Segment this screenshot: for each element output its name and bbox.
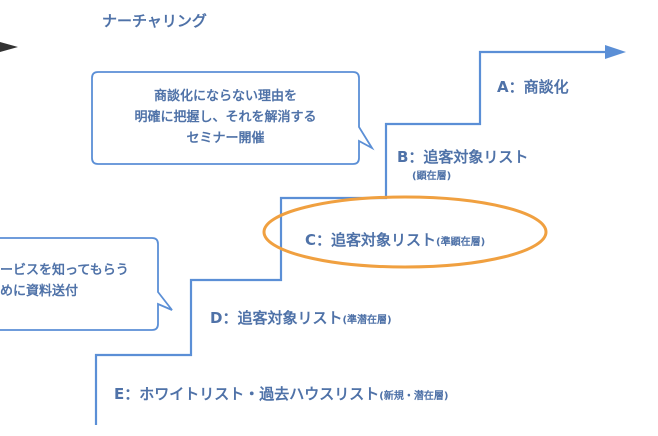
staircase-arrow-head-icon xyxy=(605,45,626,59)
left-arrow-head-icon xyxy=(0,42,18,52)
callout-material-line-1: ービスを知ってもらう xyxy=(0,263,129,278)
highlight-ellipse-c xyxy=(262,195,548,269)
step-c-label-group: C：追客対象リスト(準顕在層) xyxy=(305,229,485,250)
step-e-sub: (新規・潜在層) xyxy=(379,391,449,402)
header-title: ナーチャリング xyxy=(102,12,207,30)
callout-material-text: ービスを知ってもらう めに資料送付 xyxy=(0,260,150,302)
staircase-line xyxy=(94,50,610,425)
step-b-sub: (顕在層) xyxy=(412,171,452,182)
step-e-label: E：ホワイトリスト・過去ハウスリスト xyxy=(114,385,380,403)
callout-seminar-line-3: セミナー開催 xyxy=(186,131,265,146)
step-e-label-group: E：ホワイトリスト・過去ハウスリスト(新規・潜在層) xyxy=(114,383,448,404)
step-d-label-group: D：追客対象リスト(準潜在層) xyxy=(210,307,392,328)
step-d-sub: (準潜在層) xyxy=(342,315,392,326)
callout-material-bubble xyxy=(0,237,173,331)
callout-material-line-2: めに資料送付 xyxy=(0,284,79,299)
step-c-sub: (準顕在層) xyxy=(436,237,486,248)
callout-seminar-text: 商談化にならない理由を 明確に把握し、それを解消する セミナー開催 xyxy=(92,86,359,149)
step-c-label: C：追客対象リスト xyxy=(305,231,437,249)
step-d-label: D：追客対象リスト xyxy=(210,309,343,327)
step-a-label: A：商談化 xyxy=(497,78,569,96)
callout-seminar-line-1: 商談化にならない理由を xyxy=(153,89,297,104)
step-b-label: B：追客対象リスト xyxy=(397,148,529,166)
callout-seminar-line-2: 明確に把握し、それを解消する xyxy=(134,110,317,125)
callout-seminar-bubble xyxy=(91,71,375,165)
